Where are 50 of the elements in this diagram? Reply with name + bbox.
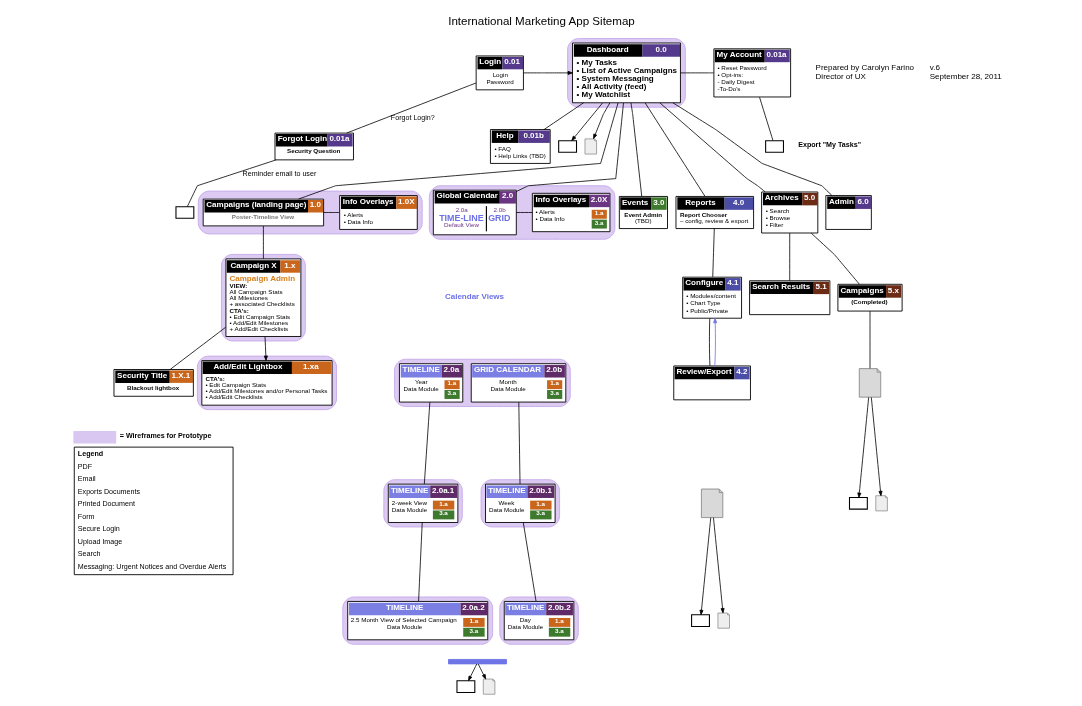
node-brace <box>447 659 507 665</box>
connector <box>869 310 870 369</box>
connector <box>186 159 276 207</box>
cluster <box>428 185 615 240</box>
arrow <box>570 102 603 141</box>
arrow <box>699 517 711 616</box>
connector <box>543 102 584 130</box>
connector <box>515 212 532 213</box>
node-envelope <box>455 680 475 693</box>
arrow <box>467 663 477 682</box>
arrow <box>522 70 573 75</box>
arrow <box>263 336 268 361</box>
label: Calendar Views <box>444 291 504 301</box>
cluster <box>197 190 423 235</box>
label: Director of UX <box>815 72 866 82</box>
connector <box>644 102 705 197</box>
connector <box>169 326 226 370</box>
connector <box>711 228 715 278</box>
connector <box>517 401 520 485</box>
connector <box>679 72 714 74</box>
arrow <box>592 102 610 140</box>
label: September 28, 2011 <box>929 72 1002 82</box>
connector <box>522 522 536 602</box>
arrow <box>712 317 717 367</box>
label: Prepared by Carolyn Farino <box>815 63 914 73</box>
node-envelope <box>557 140 577 153</box>
connector <box>297 102 618 200</box>
connector <box>659 102 765 193</box>
arrow <box>870 397 882 497</box>
connector <box>810 232 860 285</box>
cluster <box>393 358 571 407</box>
arrow <box>477 663 486 680</box>
diagram-title: International Marketing App Sitemap <box>447 14 635 27</box>
node-envelope <box>848 497 868 510</box>
arrow <box>856 397 869 498</box>
label: v.6 <box>929 63 940 73</box>
connector <box>423 401 430 485</box>
connector <box>417 522 423 602</box>
connector <box>345 82 476 134</box>
connector <box>630 102 642 197</box>
connector <box>788 232 790 281</box>
arrow <box>712 517 725 614</box>
connector <box>708 317 710 367</box>
connector <box>672 102 832 196</box>
connector <box>758 96 773 141</box>
connector <box>322 212 340 213</box>
node-envelope <box>174 206 194 219</box>
connector <box>262 225 264 260</box>
node-envelope <box>690 614 710 627</box>
node-envelope <box>764 140 784 153</box>
